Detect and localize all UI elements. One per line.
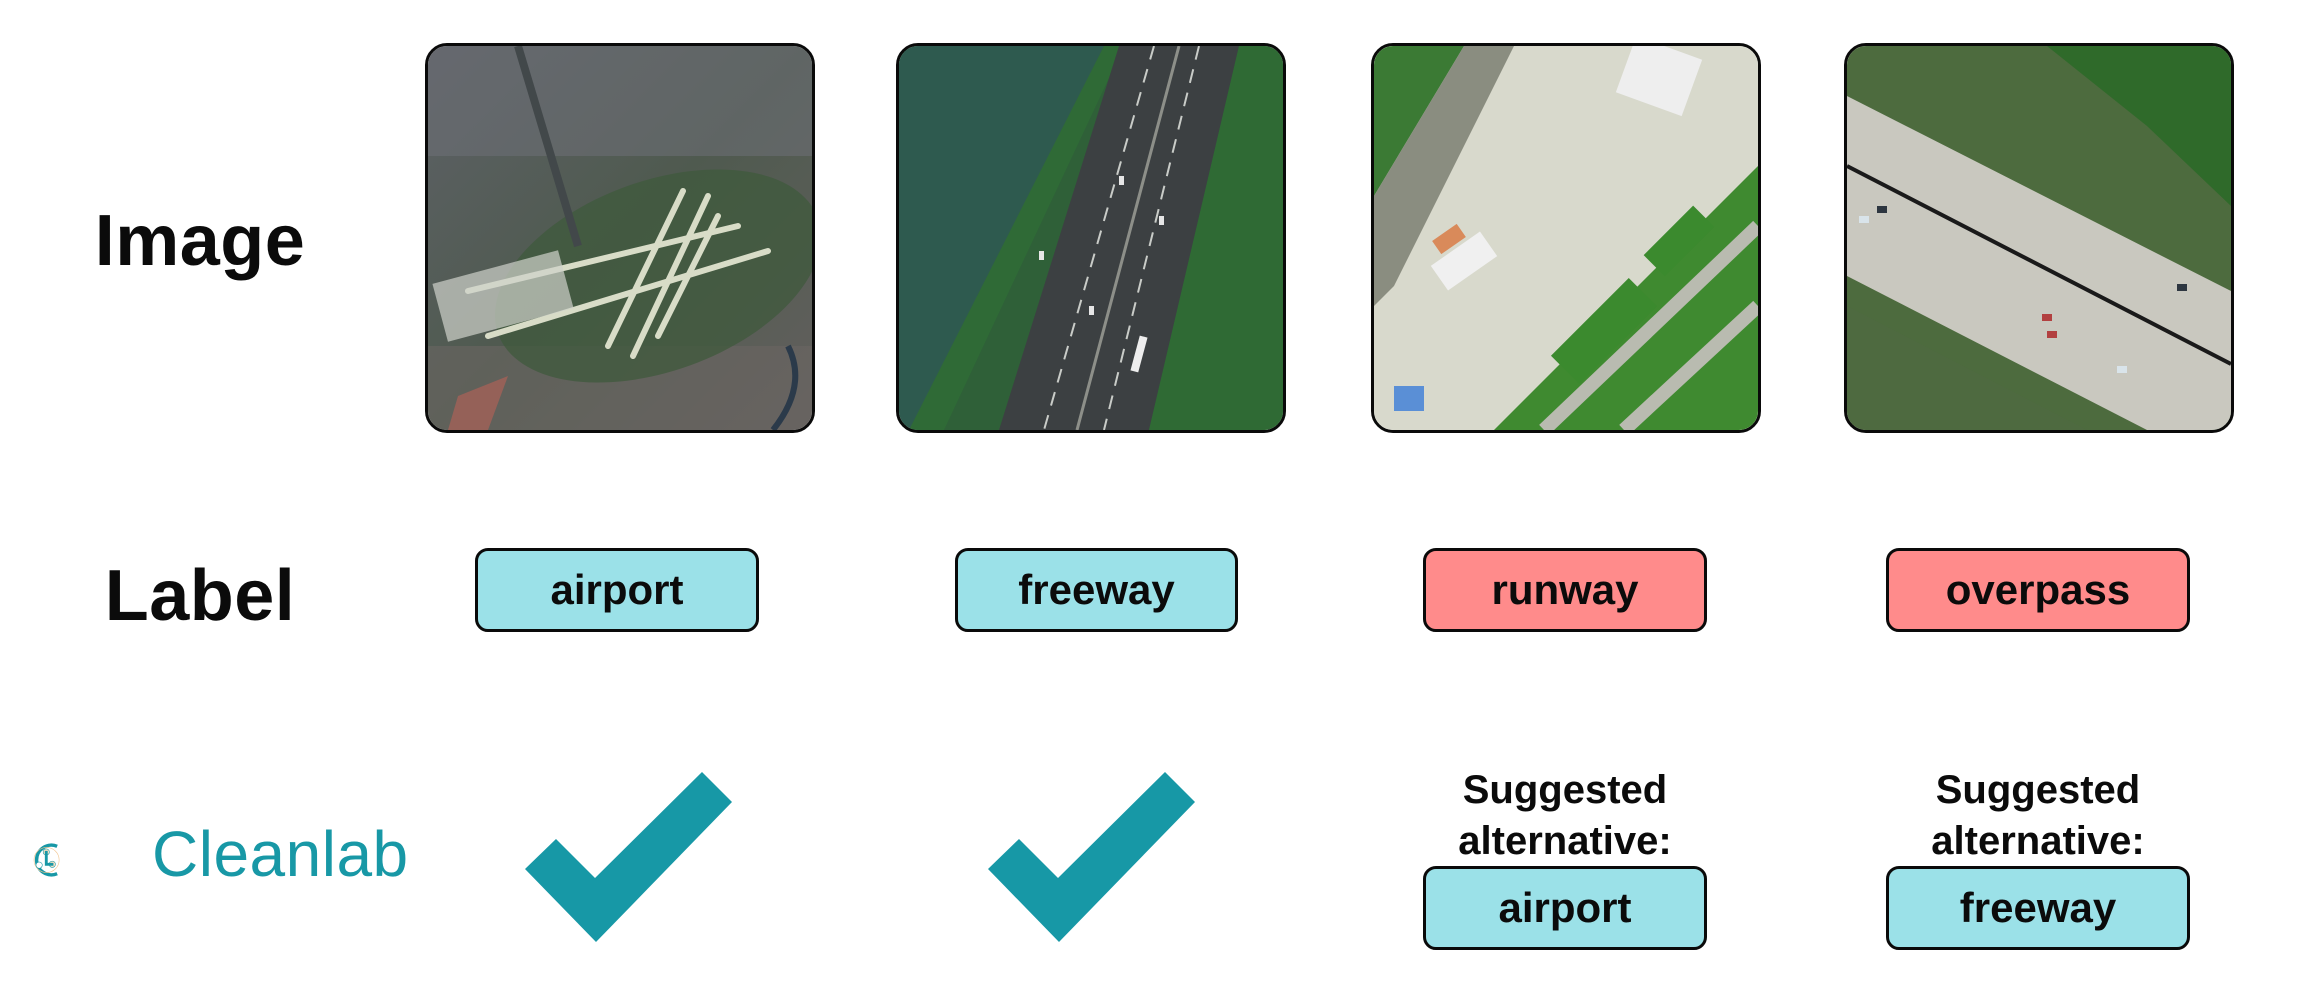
suggested-line-1: Suggested [1462,768,1668,812]
label-freeway: freeway [955,548,1238,632]
satellite-image-highway [1847,46,2231,430]
suggested-line-1: Suggested [1935,768,2141,812]
satellite-image-terminal [1374,46,1758,430]
image-tile-terminal [1371,43,1761,433]
suggested-line-2: alternative: [1931,819,2145,863]
cleanlab-wordmark: Cleanlab [152,818,409,890]
image-tile-airport [425,43,815,433]
image-tile-freeway [896,43,1286,433]
suggested-label-airport: airport [1423,866,1707,950]
suggested-line-2: alternative: [1458,819,1672,863]
label-runway: runway [1423,548,1707,632]
checkmark-icon [525,772,732,942]
row-heading-label: Label [104,556,296,636]
suggested-label-freeway: freeway [1886,866,2190,950]
suggested-alternative-heading: Suggested alternative: [1878,765,2198,867]
suggested-alternative-heading: Suggested alternative: [1405,765,1725,867]
satellite-image-freeway [899,46,1283,430]
image-tile-highway [1844,43,2234,433]
cleanlab-logo-icon [33,843,60,877]
label-overpass: overpass [1886,548,2190,632]
checkmark-icon [988,772,1195,942]
label-airport: airport [475,548,759,632]
satellite-image-airport [428,46,812,430]
row-heading-image: Image [94,201,306,281]
